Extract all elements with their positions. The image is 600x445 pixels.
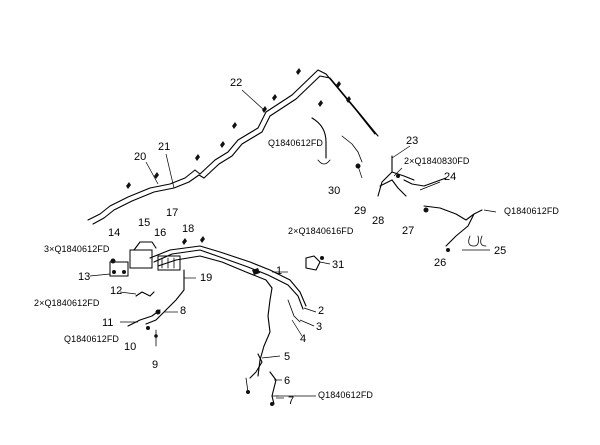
callout-4: 4 <box>300 333 306 345</box>
callout-19: 19 <box>200 272 212 284</box>
callout-2: 2 <box>318 305 324 317</box>
callout-14: 14 <box>108 227 120 239</box>
upper-pipe-assembly <box>87 68 379 225</box>
leader-lines <box>89 89 497 399</box>
part-label-bolt-12: 2×Q1840612FD <box>34 298 100 308</box>
callout-7: 7 <box>288 395 294 407</box>
callout-6: 6 <box>284 375 290 387</box>
callout-30: 30 <box>328 185 340 197</box>
callout-24: 24 <box>444 171 456 183</box>
callout-17: 17 <box>166 207 178 219</box>
callout-20: 20 <box>134 151 146 163</box>
callout-27: 27 <box>402 225 414 237</box>
part-label-bolt-10: Q1840612FD <box>64 334 119 344</box>
callout-1: 1 <box>276 265 282 277</box>
part-label-bolt-7: Q1840612FD <box>318 390 373 400</box>
left-valve-module <box>109 241 185 347</box>
callout-3: 3 <box>316 321 322 333</box>
lower-fittings <box>245 255 324 406</box>
part-label-bolt-30: Q1840612FD <box>268 138 323 148</box>
callout-28: 28 <box>372 215 384 227</box>
upper-right-hose-group <box>311 117 487 252</box>
part-label-bolt-31: 2×Q1840616FD <box>288 226 354 236</box>
callout-12: 12 <box>110 285 122 297</box>
callout-31: 31 <box>332 259 344 271</box>
callout-numbers: 1 2 3 4 5 6 7 8 9 10 11 12 13 14 15 16 1… <box>78 77 506 407</box>
callout-18: 18 <box>182 223 194 235</box>
callout-5: 5 <box>284 351 290 363</box>
callout-26: 26 <box>434 257 446 269</box>
middle-pipe-assembly <box>149 236 307 377</box>
callout-29: 29 <box>354 205 366 217</box>
part-label-bolt-14: 3×Q1840612FD <box>44 244 110 254</box>
part-label-bolt-24: Q1840612FD <box>504 206 559 216</box>
callout-23: 23 <box>406 135 418 147</box>
part-number-labels: 2×Q1840616FD 2×Q1840830FD 3×Q1840612FD 2… <box>34 138 559 400</box>
callout-9: 9 <box>152 359 158 371</box>
callout-13: 13 <box>78 271 90 283</box>
callout-16: 16 <box>154 227 166 239</box>
callout-15: 15 <box>138 217 150 229</box>
callout-11: 11 <box>102 317 113 329</box>
part-label-bolt-23: 2×Q1840830FD <box>404 156 470 166</box>
callout-10: 10 <box>124 341 136 353</box>
callout-25: 25 <box>494 245 506 257</box>
callout-8: 8 <box>180 305 186 317</box>
callout-22: 22 <box>230 77 242 89</box>
callout-21: 21 <box>158 141 170 153</box>
